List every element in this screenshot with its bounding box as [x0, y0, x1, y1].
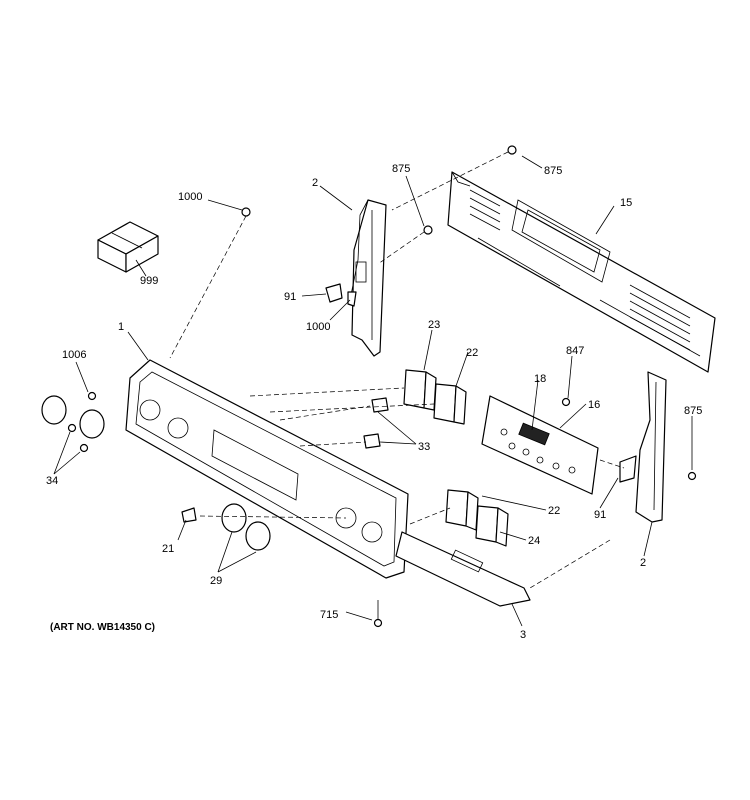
- label-1: 1: [118, 321, 124, 333]
- label-15: 15: [620, 197, 632, 209]
- infinite-switches: [403, 369, 509, 547]
- label-24: 24: [528, 535, 540, 547]
- label-875-right: 875: [684, 405, 702, 417]
- label-22-bottom: 22: [548, 505, 560, 517]
- label-29: 29: [210, 575, 222, 587]
- side-bracket-right-part-2: [619, 371, 667, 523]
- label-847: 847: [566, 345, 584, 357]
- small-parts: [67, 397, 389, 523]
- label-715: 715: [320, 609, 338, 621]
- label-18: 18: [534, 373, 546, 385]
- control-board-part-16: [481, 395, 599, 495]
- label-33: 33: [418, 441, 430, 453]
- kit-box-part-999: [97, 221, 159, 273]
- label-91-right: 91: [594, 509, 606, 521]
- label-2-right: 2: [640, 557, 646, 569]
- label-16: 16: [588, 399, 600, 411]
- leader-lines: [53, 155, 693, 627]
- trim-strip-part-3: [395, 531, 531, 607]
- rear-cover-part-15: [447, 171, 716, 373]
- label-22-top: 22: [466, 347, 478, 359]
- clip-part-91: [325, 283, 357, 307]
- label-34: 34: [46, 475, 58, 487]
- label-1000-bottom: 1000: [306, 321, 330, 333]
- label-23: 23: [428, 319, 440, 331]
- part-labels: 875 875 2 1000 999 91 1000 15 1 1006 23 …: [46, 163, 702, 641]
- label-1006: 1006: [62, 349, 86, 361]
- label-875-upper: 875: [392, 163, 410, 175]
- label-91-left: 91: [284, 291, 296, 303]
- control-panel-part-1: [125, 359, 409, 579]
- screws: [87, 145, 697, 628]
- label-3: 3: [520, 629, 526, 641]
- knobs-part-29: [41, 395, 271, 551]
- assembly-lines: [169, 151, 625, 589]
- label-999: 999: [140, 275, 158, 287]
- side-bracket-left-part-2: [349, 199, 387, 357]
- label-21: 21: [162, 543, 174, 555]
- label-1000-top: 1000: [178, 191, 202, 203]
- label-875-top: 875: [544, 165, 562, 177]
- label-2-left: 2: [312, 177, 318, 189]
- art-number: (ART NO. WB14350 C): [50, 622, 155, 633]
